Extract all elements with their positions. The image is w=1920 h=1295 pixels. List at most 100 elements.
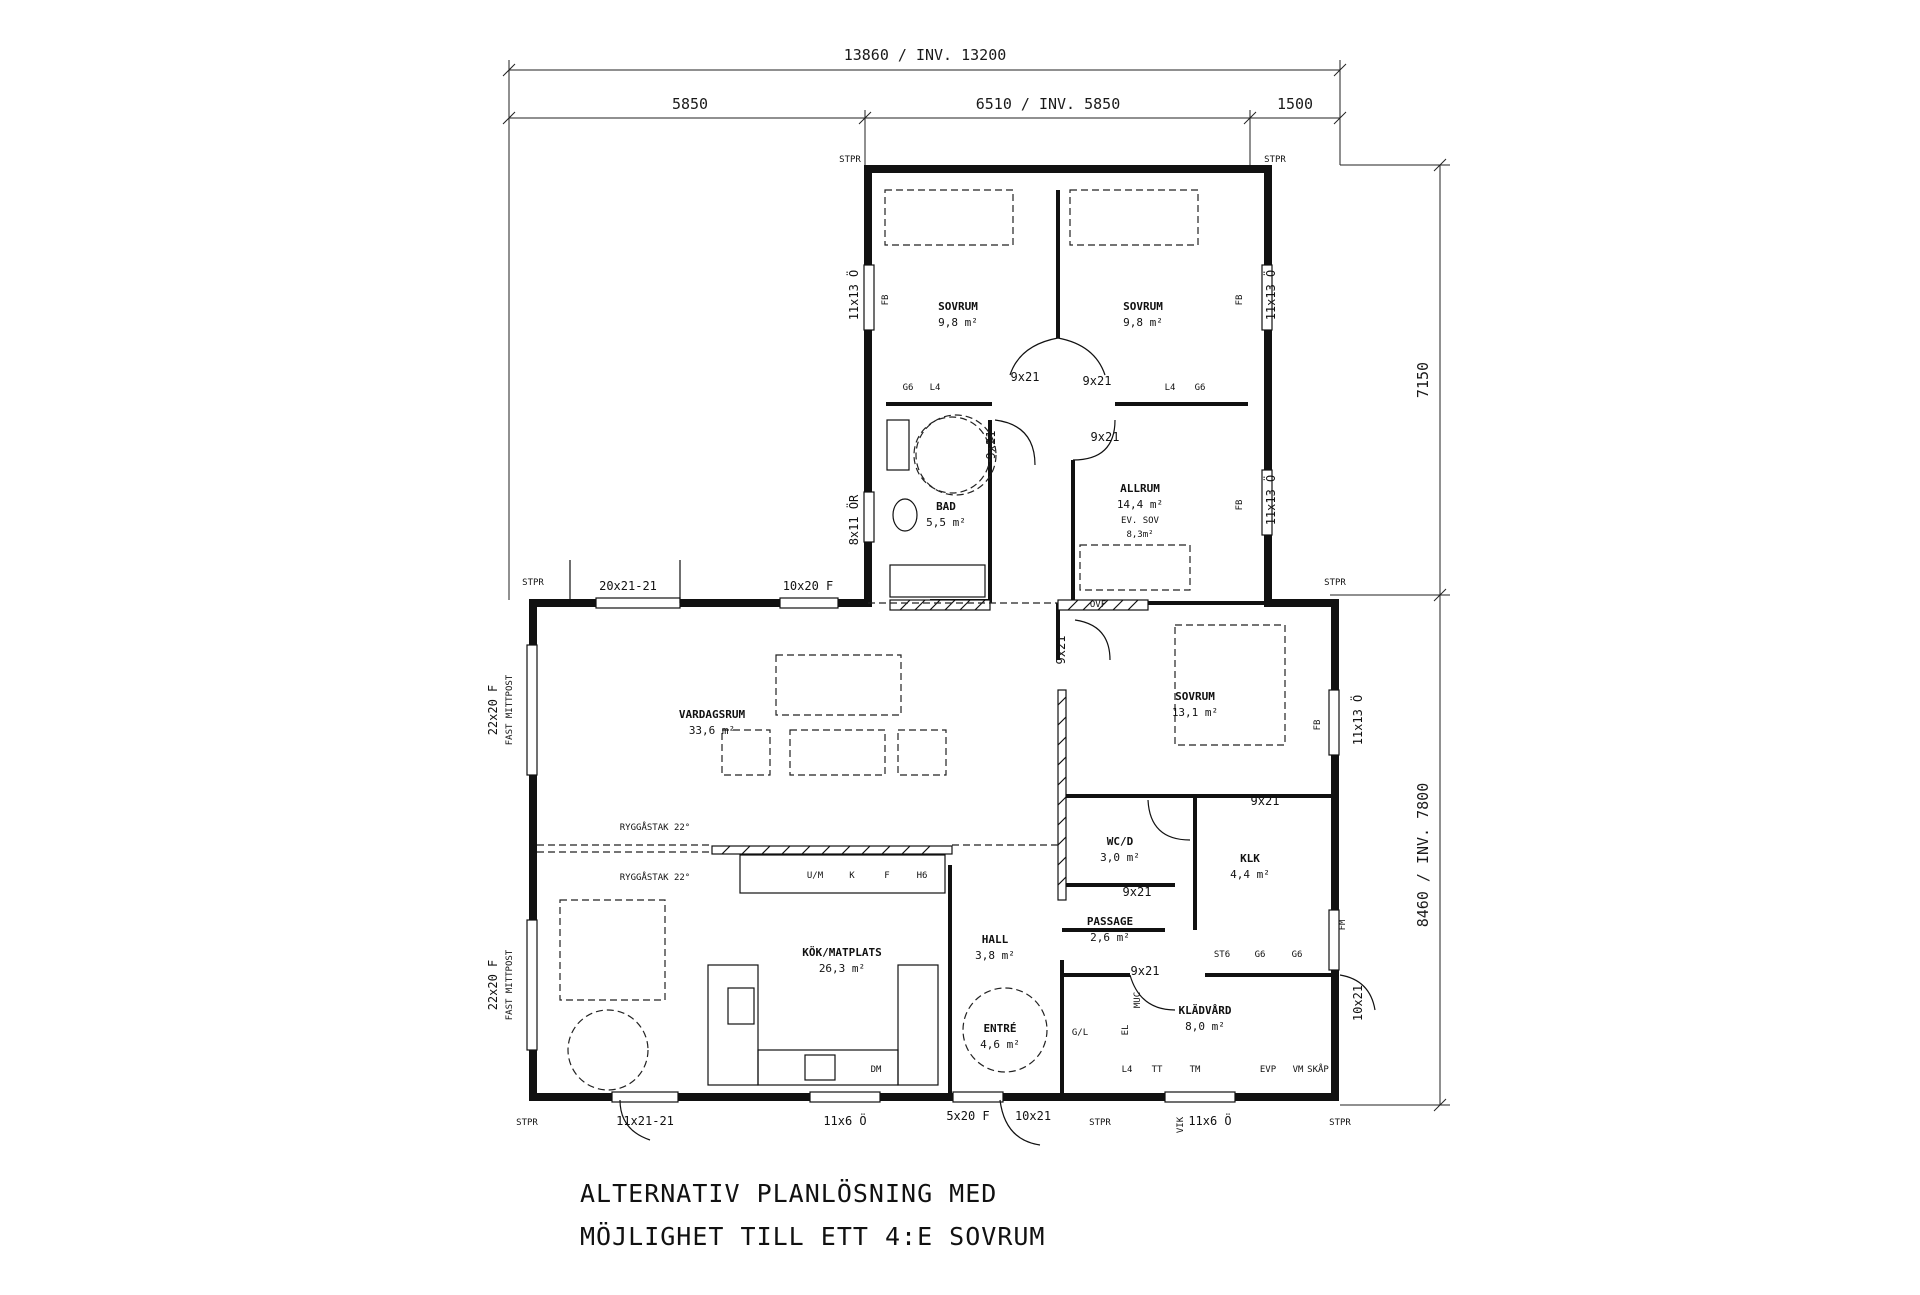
window-label-15: 10x21 xyxy=(1351,985,1365,1021)
room-sovrum-2-name: SOVRUM xyxy=(1123,300,1163,313)
door-label-1: 9x21 xyxy=(1011,370,1040,384)
label-dm: DM xyxy=(871,1065,882,1075)
window-label-4: 11x13 Ö xyxy=(1262,475,1278,526)
label-st6: ST6 xyxy=(1214,950,1230,960)
window-label-2: 11x13 Ö xyxy=(1262,270,1278,321)
room-vardagsrum-name: VARDAGSRUM xyxy=(679,708,746,721)
room-vardagsrum-area: 33,6 m² xyxy=(689,724,735,737)
label-g6-3: G6 xyxy=(1255,950,1266,960)
room-kladvard-area: 8,0 m² xyxy=(1185,1020,1225,1033)
label-stpr-2: STPR xyxy=(1264,155,1286,165)
room-sovrum-1-name: SOVRUM xyxy=(938,300,978,313)
door-label-8: 9x21 xyxy=(1131,964,1160,978)
room-entre-name: ENTRÉ xyxy=(983,1022,1016,1035)
label-g6-2: G6 xyxy=(1195,383,1206,393)
room-hall-name: HALL xyxy=(982,933,1009,946)
ridge-lines xyxy=(537,602,1058,853)
room-allrum-note: EV. SOV xyxy=(1121,516,1160,526)
window-label-6: 20x21-21 xyxy=(599,579,657,593)
room-allrum-name: ALLRUM xyxy=(1120,482,1160,495)
room-allrum-area: 14,4 m² xyxy=(1117,498,1163,511)
door-swings xyxy=(569,337,1376,1146)
door-label-5: 9x21 xyxy=(1054,636,1068,665)
label-fast-mittpost-2: FAST MITTPOST xyxy=(505,949,515,1020)
label-vp: EVP xyxy=(1260,1065,1277,1075)
label-stpr-4: STPR xyxy=(1324,578,1346,588)
label-stpr-1: STPR xyxy=(839,155,861,165)
kitchen-counter xyxy=(707,854,946,1086)
door-label-7: 9x21 xyxy=(1123,885,1152,899)
bath-fixtures xyxy=(886,416,991,598)
window-label-1: 11x13 Ö xyxy=(845,270,861,321)
label-l4-2: L4 xyxy=(1165,383,1176,393)
window-label-3: 8x11 ÖR xyxy=(845,494,861,545)
dimension-lines xyxy=(502,60,1450,1112)
room-sovrum-3-name: SOVRUM xyxy=(1175,690,1215,703)
label-gfl: G/L xyxy=(1072,1028,1088,1038)
window-label-14: 11x6 Ö xyxy=(1188,1112,1231,1128)
room-kok-area: 26,3 m² xyxy=(819,962,865,975)
label-h6: H6 xyxy=(917,871,928,881)
room-hall-area: 3,8 m² xyxy=(975,949,1015,962)
label-stpr-3: STPR xyxy=(522,578,544,588)
label-f: F xyxy=(884,871,889,881)
room-bad-area: 5,5 m² xyxy=(926,516,966,529)
dim-upper-height: 7150 xyxy=(1414,362,1432,398)
window-label-8: 22x20 F xyxy=(486,685,500,736)
label-muc: MUC xyxy=(1133,992,1143,1008)
label-fb-1: FB xyxy=(881,295,891,306)
door-label-6: 9x21 xyxy=(1251,794,1280,808)
room-bad-name: BAD xyxy=(936,500,956,513)
label-fb-2: FB xyxy=(1235,295,1245,306)
label-fb-3: FB xyxy=(1235,500,1245,511)
label-k: K xyxy=(849,871,855,881)
label-tt: TT xyxy=(1152,1065,1163,1075)
room-klk-area: 4,4 m² xyxy=(1230,868,1270,881)
label-vik: VIK xyxy=(1176,1116,1186,1133)
label-g6-1: G6 xyxy=(903,383,914,393)
dim-lower-height: 8460 / INV. 7800 xyxy=(1414,783,1432,928)
caption-line-2: MÖJLIGHET TILL ETT 4:E SOVRUM xyxy=(580,1222,1046,1251)
room-allrum-note-area: 8,3m² xyxy=(1126,530,1153,540)
label-ryggastak-2: RYGGÅSTAK 22° xyxy=(620,871,690,883)
windows xyxy=(526,264,1340,1103)
label-stpr-5: STPR xyxy=(516,1118,538,1128)
room-wc-area: 3,0 m² xyxy=(1100,851,1140,864)
room-sovrum-2-area: 9,8 m² xyxy=(1123,316,1163,329)
door-label-4: 9x21 xyxy=(984,431,998,460)
window-label-9: 22x20 F xyxy=(486,960,500,1011)
label-ovf: OVF xyxy=(1090,600,1106,610)
window-label-12: 5x20 F xyxy=(946,1109,989,1123)
window-label-7: 10x20 F xyxy=(783,579,834,593)
label-ryggastak-1: RYGGÅSTAK 22° xyxy=(620,821,690,833)
label-vm: VM xyxy=(1293,1065,1304,1075)
label-l4-3: L4 xyxy=(1122,1065,1133,1075)
label-fb-4: FB xyxy=(1313,720,1323,731)
furniture xyxy=(559,189,1286,1091)
label-fast-mittpost-1: FAST MITTPOST xyxy=(505,674,515,745)
room-entre-area: 4,6 m² xyxy=(980,1038,1020,1051)
window-label-10: 11x21-21 xyxy=(616,1114,674,1128)
dim-right-width: 1500 xyxy=(1277,95,1313,113)
label-tm: TM xyxy=(1190,1065,1201,1075)
label-stpr-6: STPR xyxy=(1089,1118,1111,1128)
door-label-2: 9x21 xyxy=(1083,374,1112,388)
room-sovrum-3-area: 13,1 m² xyxy=(1172,706,1218,719)
room-passage-area: 2,6 m² xyxy=(1090,931,1130,944)
window-label-11: 11x6 Ö xyxy=(823,1112,866,1128)
room-klk-name: KLK xyxy=(1240,852,1260,865)
dim-total-width: 13860 / INV. 13200 xyxy=(844,46,1007,64)
label-el: EL xyxy=(1121,1025,1131,1036)
hatched-walls xyxy=(711,599,1149,901)
dim-left-width: 5850 xyxy=(672,95,708,113)
label-skap: SKÅP xyxy=(1307,1063,1329,1075)
dim-middle-width: 6510 / INV. 5850 xyxy=(976,95,1121,113)
label-l4-1: L4 xyxy=(930,383,941,393)
label-g6-4: G6 xyxy=(1292,950,1303,960)
window-label-13: 10x21 xyxy=(1015,1109,1051,1123)
room-sovrum-1-area: 9,8 m² xyxy=(938,316,978,329)
window-label-5: 11x13 Ö xyxy=(1349,695,1365,746)
room-wc-name: WC/D xyxy=(1107,835,1134,848)
label-um: U/M xyxy=(807,871,824,881)
